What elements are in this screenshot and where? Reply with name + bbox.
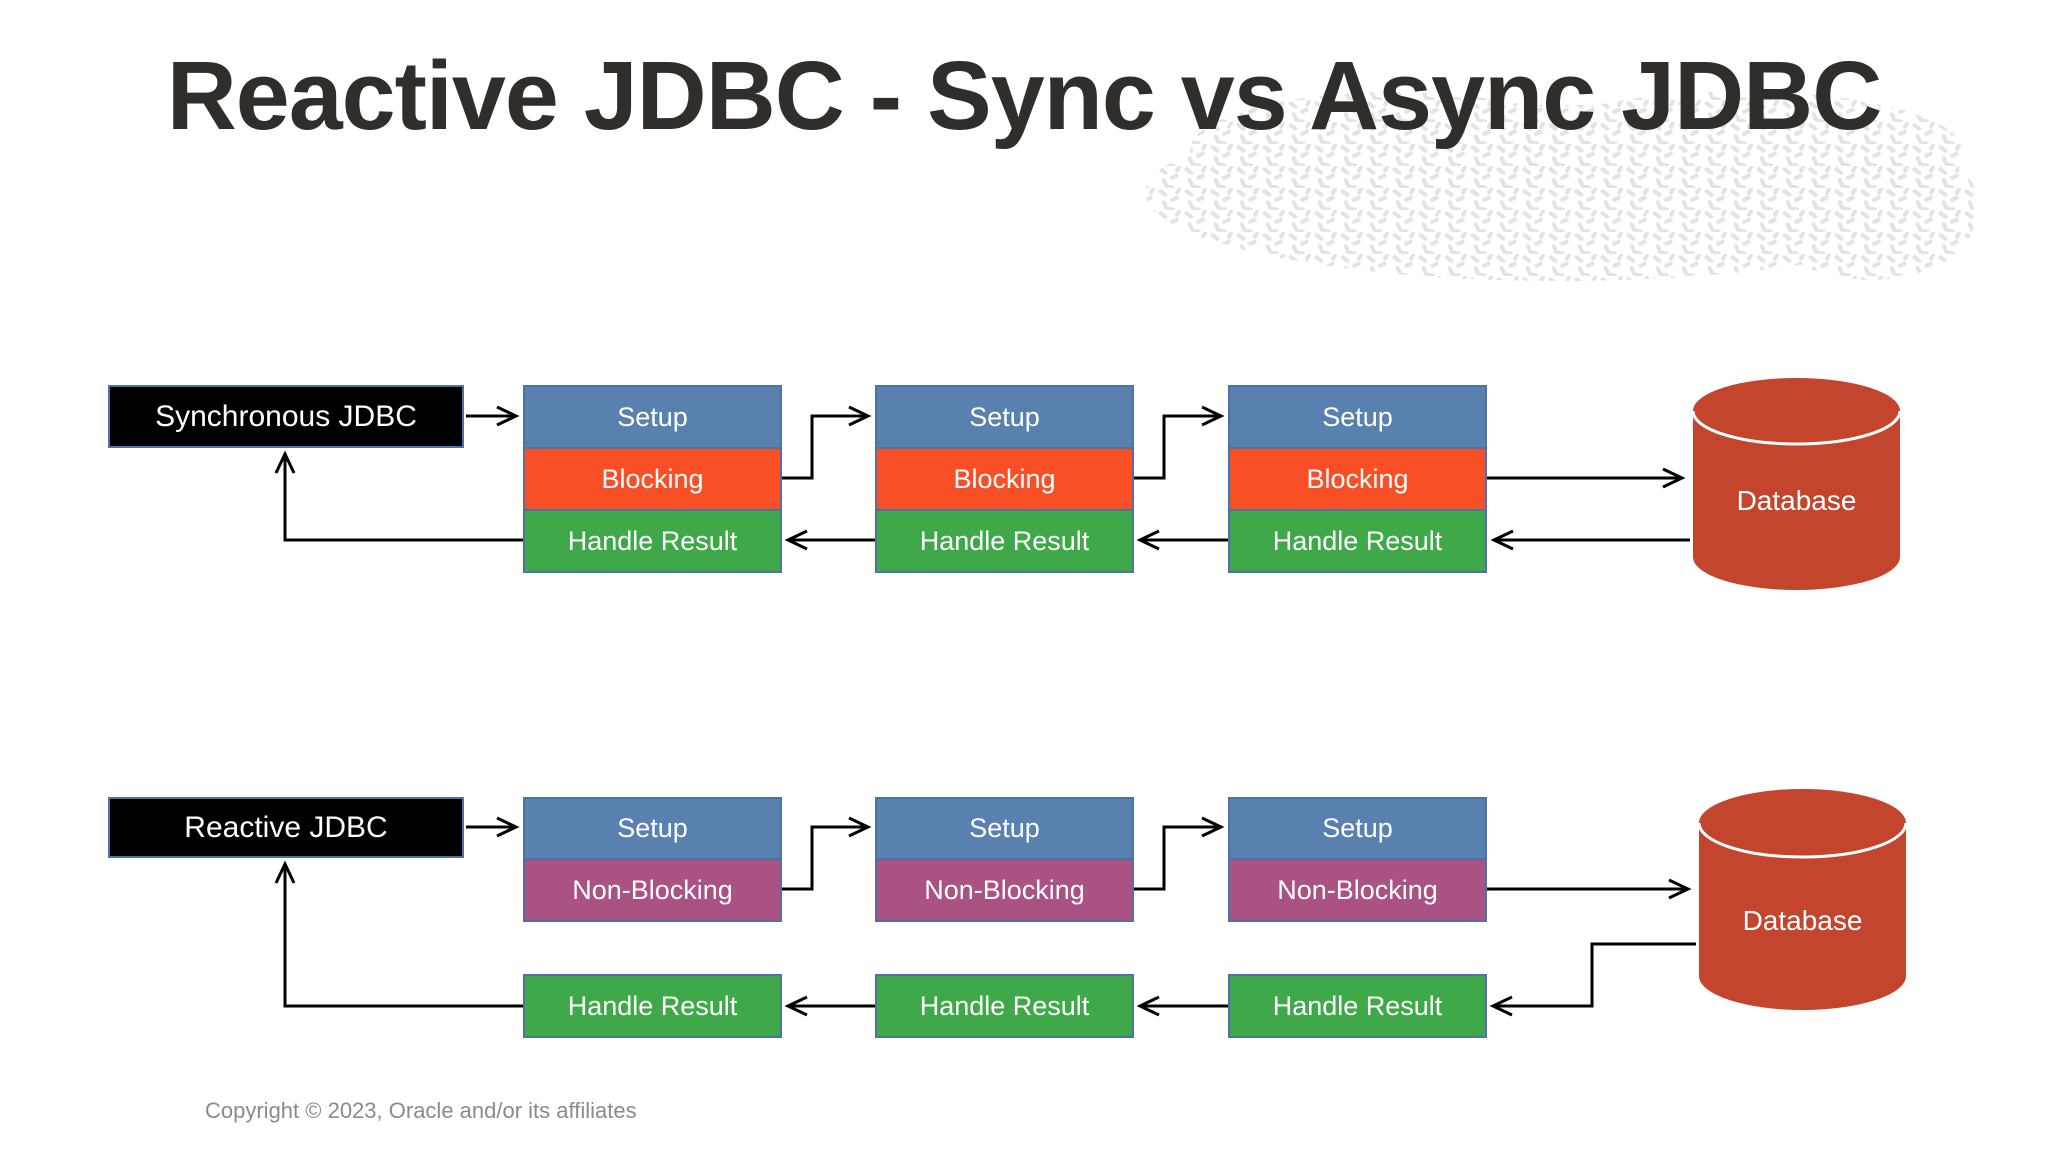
reactive-database-label: Database (1742, 905, 1863, 936)
flow-label-synchronous-jdbc: Synchronous JDBC (108, 385, 464, 448)
sync-database: Database (1688, 373, 1905, 595)
reactive-col3-nonblocking-box: Non-Blocking (1228, 858, 1487, 922)
sync-col3-blocking-box: Blocking (1228, 447, 1487, 511)
reactive-col3-setup-box: Setup (1228, 797, 1487, 860)
sync-col1-setup-box: Setup (523, 385, 782, 449)
sync-col2-blocking-box: Blocking (875, 447, 1134, 511)
sync-col2-setup-box: Setup (875, 385, 1134, 449)
sync-col1-handle-result-box: Handle Result (523, 509, 782, 573)
flow-label-reactive-jdbc: Reactive JDBC (108, 797, 464, 858)
sync-database-label: Database (1736, 485, 1857, 516)
reactive-col1-nonblocking-box: Non-Blocking (523, 858, 782, 922)
reactive-col2-setup-box: Setup (875, 797, 1134, 860)
sync-col3-setup-box: Setup (1228, 385, 1487, 449)
copyright-text: Copyright © 2023, Oracle and/or its affi… (205, 1098, 637, 1123)
database-cylinder-icon (1691, 377, 1902, 590)
database-cylinder-icon (1697, 788, 1908, 1010)
reactive-database: Database (1694, 783, 1911, 1016)
page-title: Reactive JDBC - Sync vs Async JDBC (166, 41, 1883, 150)
reactive-col3-handle-result-box: Handle Result (1228, 974, 1487, 1038)
reactive-col2-nonblocking-box: Non-Blocking (875, 858, 1134, 922)
reactive-col1-setup-box: Setup (523, 797, 782, 860)
sync-col3-handle-result-box: Handle Result (1228, 509, 1487, 573)
sync-col2-handle-result-box: Handle Result (875, 509, 1134, 573)
sync-col1-blocking-box: Blocking (523, 447, 782, 511)
reactive-col2-handle-result-box: Handle Result (875, 974, 1134, 1038)
reactive-col1-handle-result-box: Handle Result (523, 974, 782, 1038)
fingerprint-texture (1145, 91, 1975, 281)
